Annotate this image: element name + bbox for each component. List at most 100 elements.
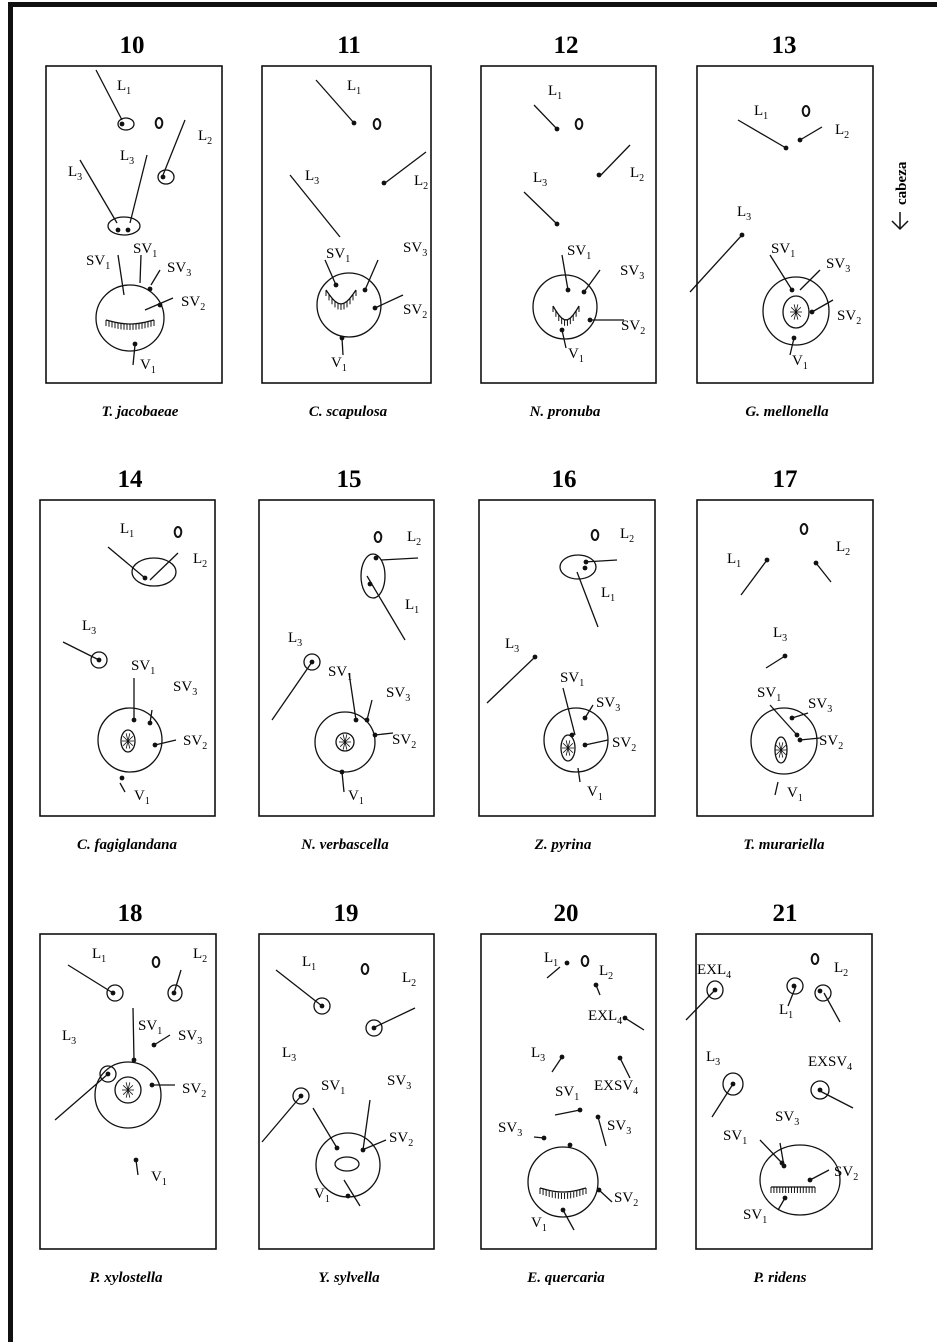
seta-label-name: L bbox=[82, 618, 91, 634]
seta-label: L3 bbox=[288, 630, 302, 649]
seta-label-name: L bbox=[548, 83, 557, 99]
seta-label-name: SV bbox=[723, 1128, 742, 1144]
seta-label: L1 bbox=[347, 78, 361, 97]
seta-label: SV3 bbox=[620, 263, 644, 282]
seta-line bbox=[135, 1159, 139, 1176]
seta-base-dot bbox=[577, 1107, 583, 1113]
spiracle-icon bbox=[799, 523, 809, 535]
seta-base-dot bbox=[764, 557, 770, 563]
seta-label: SV2 bbox=[612, 735, 636, 754]
seta-line bbox=[162, 119, 186, 176]
seta-label: SV1 bbox=[326, 246, 350, 265]
seta-label-subscript: 3 bbox=[291, 1053, 296, 1064]
seta-label-subscript: 3 bbox=[129, 156, 134, 167]
pinaculum-ring bbox=[99, 1065, 117, 1083]
seta-line bbox=[315, 79, 355, 124]
seta-label: SV3 bbox=[607, 1118, 631, 1137]
seta-label-subscript: 2 bbox=[640, 326, 645, 337]
panel-frame bbox=[696, 65, 874, 384]
seta-label-subscript: 1 bbox=[151, 365, 156, 376]
seta-base-dot bbox=[797, 137, 803, 143]
seta-label: SV3 bbox=[808, 696, 832, 715]
seta-label-subscript: 3 bbox=[626, 1126, 631, 1137]
seta-label: L3 bbox=[773, 625, 787, 644]
crochet-ring-icon bbox=[795, 304, 799, 313]
seta-base-dot bbox=[125, 227, 131, 233]
seta-label: L2 bbox=[414, 173, 428, 192]
seta-label-name: SV bbox=[808, 696, 827, 712]
seta-label-name: SV bbox=[183, 733, 202, 749]
seta-line bbox=[132, 1007, 135, 1061]
seta-label-subscript: 4 bbox=[847, 1062, 852, 1073]
seta-label: L3 bbox=[120, 148, 134, 167]
seta-label-subscript: 1 bbox=[129, 529, 134, 540]
spiracle-icon bbox=[154, 117, 164, 129]
seta-label: EXL4 bbox=[588, 1008, 622, 1027]
seta-line bbox=[584, 704, 594, 719]
seta-label-subscript: 1 bbox=[347, 672, 352, 683]
seta-base-dot bbox=[96, 657, 102, 663]
seta-label: SV2 bbox=[614, 1190, 638, 1209]
seta-label: SV3 bbox=[173, 679, 197, 698]
crochet-ring-icon bbox=[339, 737, 346, 743]
seta-line bbox=[597, 1116, 607, 1147]
seta-base-dot bbox=[779, 1160, 785, 1166]
seta-label-name: V bbox=[134, 788, 145, 804]
seta-label-subscript: 2 bbox=[201, 1089, 206, 1100]
crochet-ring-icon bbox=[127, 740, 134, 746]
seta-base-dot bbox=[149, 1082, 155, 1088]
seta-label-name: L bbox=[754, 103, 763, 119]
seta-label-subscript: 4 bbox=[617, 1016, 622, 1027]
spiracle-icon bbox=[590, 529, 600, 541]
seta-base-dot bbox=[160, 174, 166, 180]
seta-label-name: L bbox=[533, 170, 542, 186]
seta-base-dot bbox=[309, 659, 315, 665]
seta-line bbox=[817, 1089, 854, 1109]
species-name: P. ridens bbox=[753, 1270, 806, 1286]
seta-label: L2 bbox=[402, 970, 416, 989]
seta-base-dot bbox=[564, 960, 570, 966]
seta-label-subscript: 3 bbox=[794, 1117, 799, 1128]
seta-label-subscript: 3 bbox=[517, 1128, 522, 1139]
seta-line bbox=[362, 1099, 371, 1151]
seta-label-name: SV bbox=[173, 679, 192, 695]
seta-label-name: SV bbox=[620, 263, 639, 279]
seta-line bbox=[150, 269, 161, 286]
figure-number: 17 bbox=[773, 466, 798, 493]
seta-label-subscript: 2 bbox=[200, 302, 205, 313]
crochet-ring-icon bbox=[778, 742, 782, 751]
seta-base-dot bbox=[541, 1135, 547, 1141]
seta-label-name: L bbox=[544, 950, 553, 966]
species-name: T. jacobaeae bbox=[102, 404, 179, 420]
seta-base-dot bbox=[373, 555, 379, 561]
species-name: N. verbascella bbox=[300, 837, 389, 853]
seta-label-name: SV bbox=[621, 318, 640, 334]
seta-label: SV1 bbox=[567, 243, 591, 262]
seta-base-dot bbox=[152, 742, 158, 748]
seta-base-dot bbox=[712, 987, 718, 993]
seta-label-subscript: 1 bbox=[356, 86, 361, 97]
seta-line bbox=[584, 739, 609, 746]
panel-frame bbox=[695, 933, 873, 1250]
seta-line bbox=[562, 1209, 575, 1231]
seta-base-dot bbox=[560, 1207, 566, 1213]
seta-base-dot bbox=[791, 983, 797, 989]
seta-base-dot bbox=[532, 654, 538, 660]
seta-line bbox=[129, 154, 148, 224]
pinaculum-ring bbox=[114, 1076, 142, 1104]
seta-base-dot bbox=[131, 717, 137, 723]
pinaculum-ring bbox=[814, 984, 832, 1002]
seta-base-dot bbox=[582, 742, 588, 748]
pinaculum-ring bbox=[750, 707, 818, 775]
figure-number: 16 bbox=[552, 466, 577, 493]
seta-label-name: SV bbox=[181, 294, 200, 310]
seta-line bbox=[341, 337, 344, 356]
seta-label-subscript: 2 bbox=[411, 978, 416, 989]
seta-base-dot bbox=[559, 1054, 565, 1060]
seta-label-name: L bbox=[120, 148, 129, 164]
seta-base-dot bbox=[595, 1114, 601, 1120]
seta-label-name: SV bbox=[389, 1130, 408, 1146]
seta-base-dot bbox=[147, 720, 153, 726]
